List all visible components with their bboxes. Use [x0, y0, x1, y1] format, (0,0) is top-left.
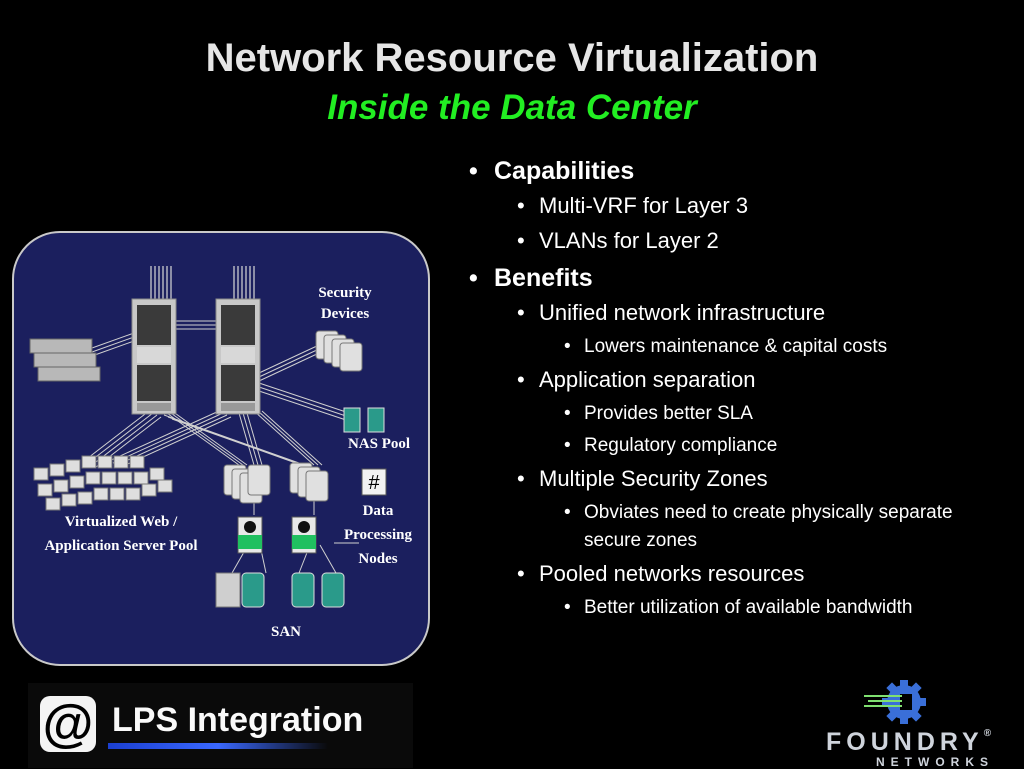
- network-diagram-panel: # Security Devices NAS Pool Data Process…: [12, 231, 430, 666]
- svg-text:#: #: [368, 472, 380, 494]
- bullet-dot: •: [469, 157, 478, 185]
- web-pool-label: Virtualized Web / Application Server Poo…: [16, 510, 226, 558]
- bullet-dot: •: [564, 336, 571, 357]
- bullet-obviates: • Obviates need to create physically sepa…: [466, 499, 1006, 555]
- slide-title: Network Resource Virtualization: [205, 36, 819, 80]
- security-devices-label: Security Devices: [296, 283, 394, 325]
- bullet-dot: •: [517, 228, 525, 253]
- network-diagram: #: [29, 266, 387, 608]
- data-label-line2: Processing: [343, 527, 413, 543]
- bullet-text: Obviates need to create physically separ…: [584, 502, 953, 551]
- foundry-registered-mark: ®: [983, 728, 992, 739]
- data-processing-label: Data Processing Nodes: [330, 499, 426, 571]
- bullet-text: Better utilization of available bandwidt…: [584, 597, 913, 618]
- uplink-cables: [150, 266, 255, 303]
- trunk-cables: [83, 320, 359, 574]
- core-switch-left: [131, 298, 177, 415]
- bullet-text: Provides better SLA: [584, 403, 753, 424]
- foundry-gear-icon: [864, 680, 926, 724]
- nas-pool: [343, 407, 385, 433]
- bullet-security-zones: • Multiple Security Zones: [466, 464, 1006, 494]
- data-node-icon: #: [361, 468, 387, 496]
- bullet-text: Lowers maintenance & capital costs: [584, 336, 888, 357]
- san-label: SAN: [270, 624, 301, 640]
- at-symbol-icon: @: [40, 696, 96, 752]
- lps-underline-bar: [108, 743, 328, 749]
- bullet-regulatory: • Regulatory compliance: [466, 432, 1006, 460]
- bullet-dot: •: [517, 466, 525, 491]
- bullet-dot: •: [517, 561, 525, 586]
- bullet-application-separation: • Application separation: [466, 365, 1006, 395]
- security-label-line2: Devices: [320, 306, 370, 322]
- bullet-pooled-resources: • Pooled networks resources: [466, 559, 1006, 589]
- san-switch-right: [291, 516, 317, 554]
- bullet-benefits: • Benefits: [466, 261, 1006, 295]
- bullet-capabilities: • Capabilities: [466, 154, 1006, 188]
- web-label-line1: Virtualized Web /: [64, 514, 178, 530]
- core-switch-right: [215, 298, 261, 415]
- bullet-vlans: • VLANs for Layer 2: [466, 226, 1006, 256]
- lps-integration-logo: @ LPS Integration: [28, 683, 413, 768]
- bullet-better-sla: • Provides better SLA: [466, 400, 1006, 428]
- bullet-text: Benefits: [494, 264, 593, 292]
- bullet-text: Regulatory compliance: [584, 435, 778, 456]
- security-label-line1: Security: [318, 285, 372, 301]
- bullet-text: Unified network infrastructure: [539, 300, 826, 325]
- web-server-pool: [33, 455, 173, 511]
- bullet-dot: •: [564, 502, 571, 523]
- bullet-text: Multiple Security Zones: [539, 466, 768, 491]
- bullet-dot: •: [517, 193, 525, 218]
- bullet-dot: •: [517, 367, 525, 392]
- bullet-list: • Capabilities • Multi-VRF for Layer 3 • VL…: [466, 154, 1006, 626]
- security-devices: [315, 330, 363, 372]
- bullet-bandwidth: • Better utilization of available bandwid…: [466, 594, 1006, 622]
- lps-logo-text: LPS Integration: [112, 701, 364, 739]
- bullet-dot: •: [564, 435, 571, 456]
- bullet-text: Capabilities: [494, 157, 635, 185]
- server-cluster-left: [223, 464, 271, 504]
- bullet-text: Multi-VRF for Layer 3: [539, 193, 749, 218]
- bullet-lowers-costs: • Lowers maintenance & capital costs: [466, 333, 1006, 361]
- bullet-multi-vrf: • Multi-VRF for Layer 3: [466, 191, 1006, 221]
- data-label-line1: Data: [362, 503, 394, 519]
- bullet-text: VLANs for Layer 2: [539, 228, 719, 253]
- foundry-networks-text: NETWORKS: [876, 755, 994, 769]
- web-label-line2: Application Server Pool: [44, 538, 198, 554]
- edge-switch-stack: [29, 338, 101, 382]
- nas-pool-label: NAS Pool: [347, 436, 411, 452]
- bullet-dot: •: [469, 264, 478, 292]
- bullet-dot: •: [564, 403, 571, 424]
- bullet-dot: •: [517, 300, 525, 325]
- foundry-logo-text: FOUNDRY®: [826, 728, 991, 757]
- bullet-text: Pooled networks resources: [539, 561, 805, 586]
- server-cluster-right: [289, 462, 329, 502]
- bullet-text: Application separation: [539, 367, 756, 392]
- san-switch-left: [237, 516, 263, 554]
- san-storage: [215, 572, 345, 608]
- data-label-line3: Nodes: [358, 551, 398, 567]
- slide-subtitle: Inside the Data Center: [327, 88, 697, 127]
- bullet-unified-network: • Unified network infrastructure: [466, 298, 1006, 328]
- bullet-dot: •: [564, 597, 571, 618]
- foundry-word: FOUNDRY: [826, 728, 984, 756]
